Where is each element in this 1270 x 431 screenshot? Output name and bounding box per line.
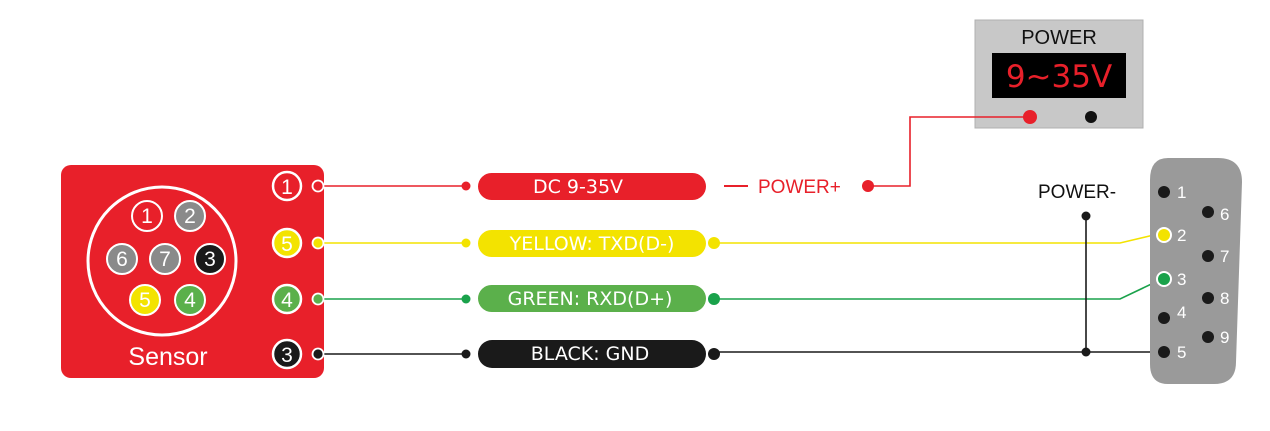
green-wire	[324, 278, 1163, 305]
cable-black: BLACK: GND	[478, 340, 706, 368]
sensor-pin-3: 3	[194, 243, 226, 275]
db9-pin-3: 3	[1156, 270, 1186, 289]
svg-text:3: 3	[204, 248, 216, 271]
db9-pin-5: 5	[1158, 343, 1186, 362]
sensor-label: Sensor	[128, 343, 207, 371]
black-wire	[324, 211, 1165, 360]
power-display-value: 9~35V	[1006, 59, 1112, 95]
sensor-terminal-4: 4	[271, 283, 325, 315]
power-supply: POWER 9~35V	[974, 19, 1144, 129]
cable-green: GREEN: RXD(D+)	[478, 285, 706, 312]
svg-text:3: 3	[281, 344, 293, 367]
db9-pin-8: 8	[1202, 289, 1229, 308]
svg-text:2: 2	[1177, 226, 1186, 245]
cable-green-label: GREEN: RXD(D+)	[508, 288, 673, 310]
sensor-terminal-5: 5	[271, 227, 325, 259]
svg-text:1: 1	[281, 176, 293, 199]
cable-black-label: BLACK: GND	[531, 343, 649, 365]
svg-text:3: 3	[1177, 270, 1186, 289]
db9-pin-9: 9	[1202, 328, 1229, 347]
svg-text:1: 1	[1177, 183, 1186, 202]
svg-text:8: 8	[1220, 289, 1229, 308]
db9-pin-1: 1	[1158, 183, 1186, 202]
power-display	[992, 53, 1126, 98]
red-wire	[324, 116, 1030, 192]
db9-pin-2: 2	[1156, 226, 1186, 245]
db9-pin-4: 4	[1158, 303, 1186, 324]
db9-pin-6: 6	[1202, 205, 1229, 224]
svg-text:6: 6	[1220, 205, 1229, 224]
sensor-pin-1: 1	[131, 200, 163, 232]
svg-text:5: 5	[1177, 343, 1186, 362]
cable-yellow-label: YELLOW: TXD(D-)	[509, 233, 675, 255]
sensor-pin-7: 7	[149, 243, 181, 275]
cable-dc: DC 9-35V	[478, 173, 706, 200]
sensor-pin-6: 6	[106, 243, 138, 275]
svg-text:7: 7	[1220, 247, 1229, 266]
db9-connector: 1 2 3 4 5 6 7 8 9	[1150, 158, 1242, 384]
yellow-wire	[324, 232, 1163, 249]
svg-text:7: 7	[159, 248, 171, 271]
sensor-connector-face	[86, 185, 238, 337]
svg-text:5: 5	[281, 233, 293, 256]
cable-dc-label: DC 9-35V	[533, 176, 623, 198]
sensor-pin-2: 2	[174, 200, 206, 232]
svg-text:4: 4	[1177, 303, 1186, 322]
sensor-pin-5: 5	[129, 284, 161, 316]
svg-text:2: 2	[184, 205, 196, 228]
svg-text:5: 5	[139, 289, 151, 312]
cable-yellow: YELLOW: TXD(D-)	[478, 230, 706, 257]
power-minus-label: POWER-	[1038, 182, 1116, 203]
svg-text:1: 1	[141, 205, 153, 228]
power-plus-label: POWER+	[758, 177, 841, 198]
svg-text:4: 4	[281, 289, 293, 312]
svg-text:9: 9	[1220, 328, 1229, 347]
sensor-pin-4: 4	[174, 284, 206, 316]
db9-pin-7: 7	[1202, 247, 1229, 266]
power-negative-terminal	[1085, 111, 1097, 123]
sensor-terminal-3: 3	[271, 338, 325, 370]
power-title: POWER	[1021, 27, 1097, 49]
svg-text:4: 4	[184, 289, 196, 312]
sensor-terminal-1: 1	[271, 170, 325, 202]
svg-text:6: 6	[116, 248, 128, 271]
sensor-block: 1 2 6 7 3 5 4 Sensor 1 5 4 3	[61, 165, 325, 378]
